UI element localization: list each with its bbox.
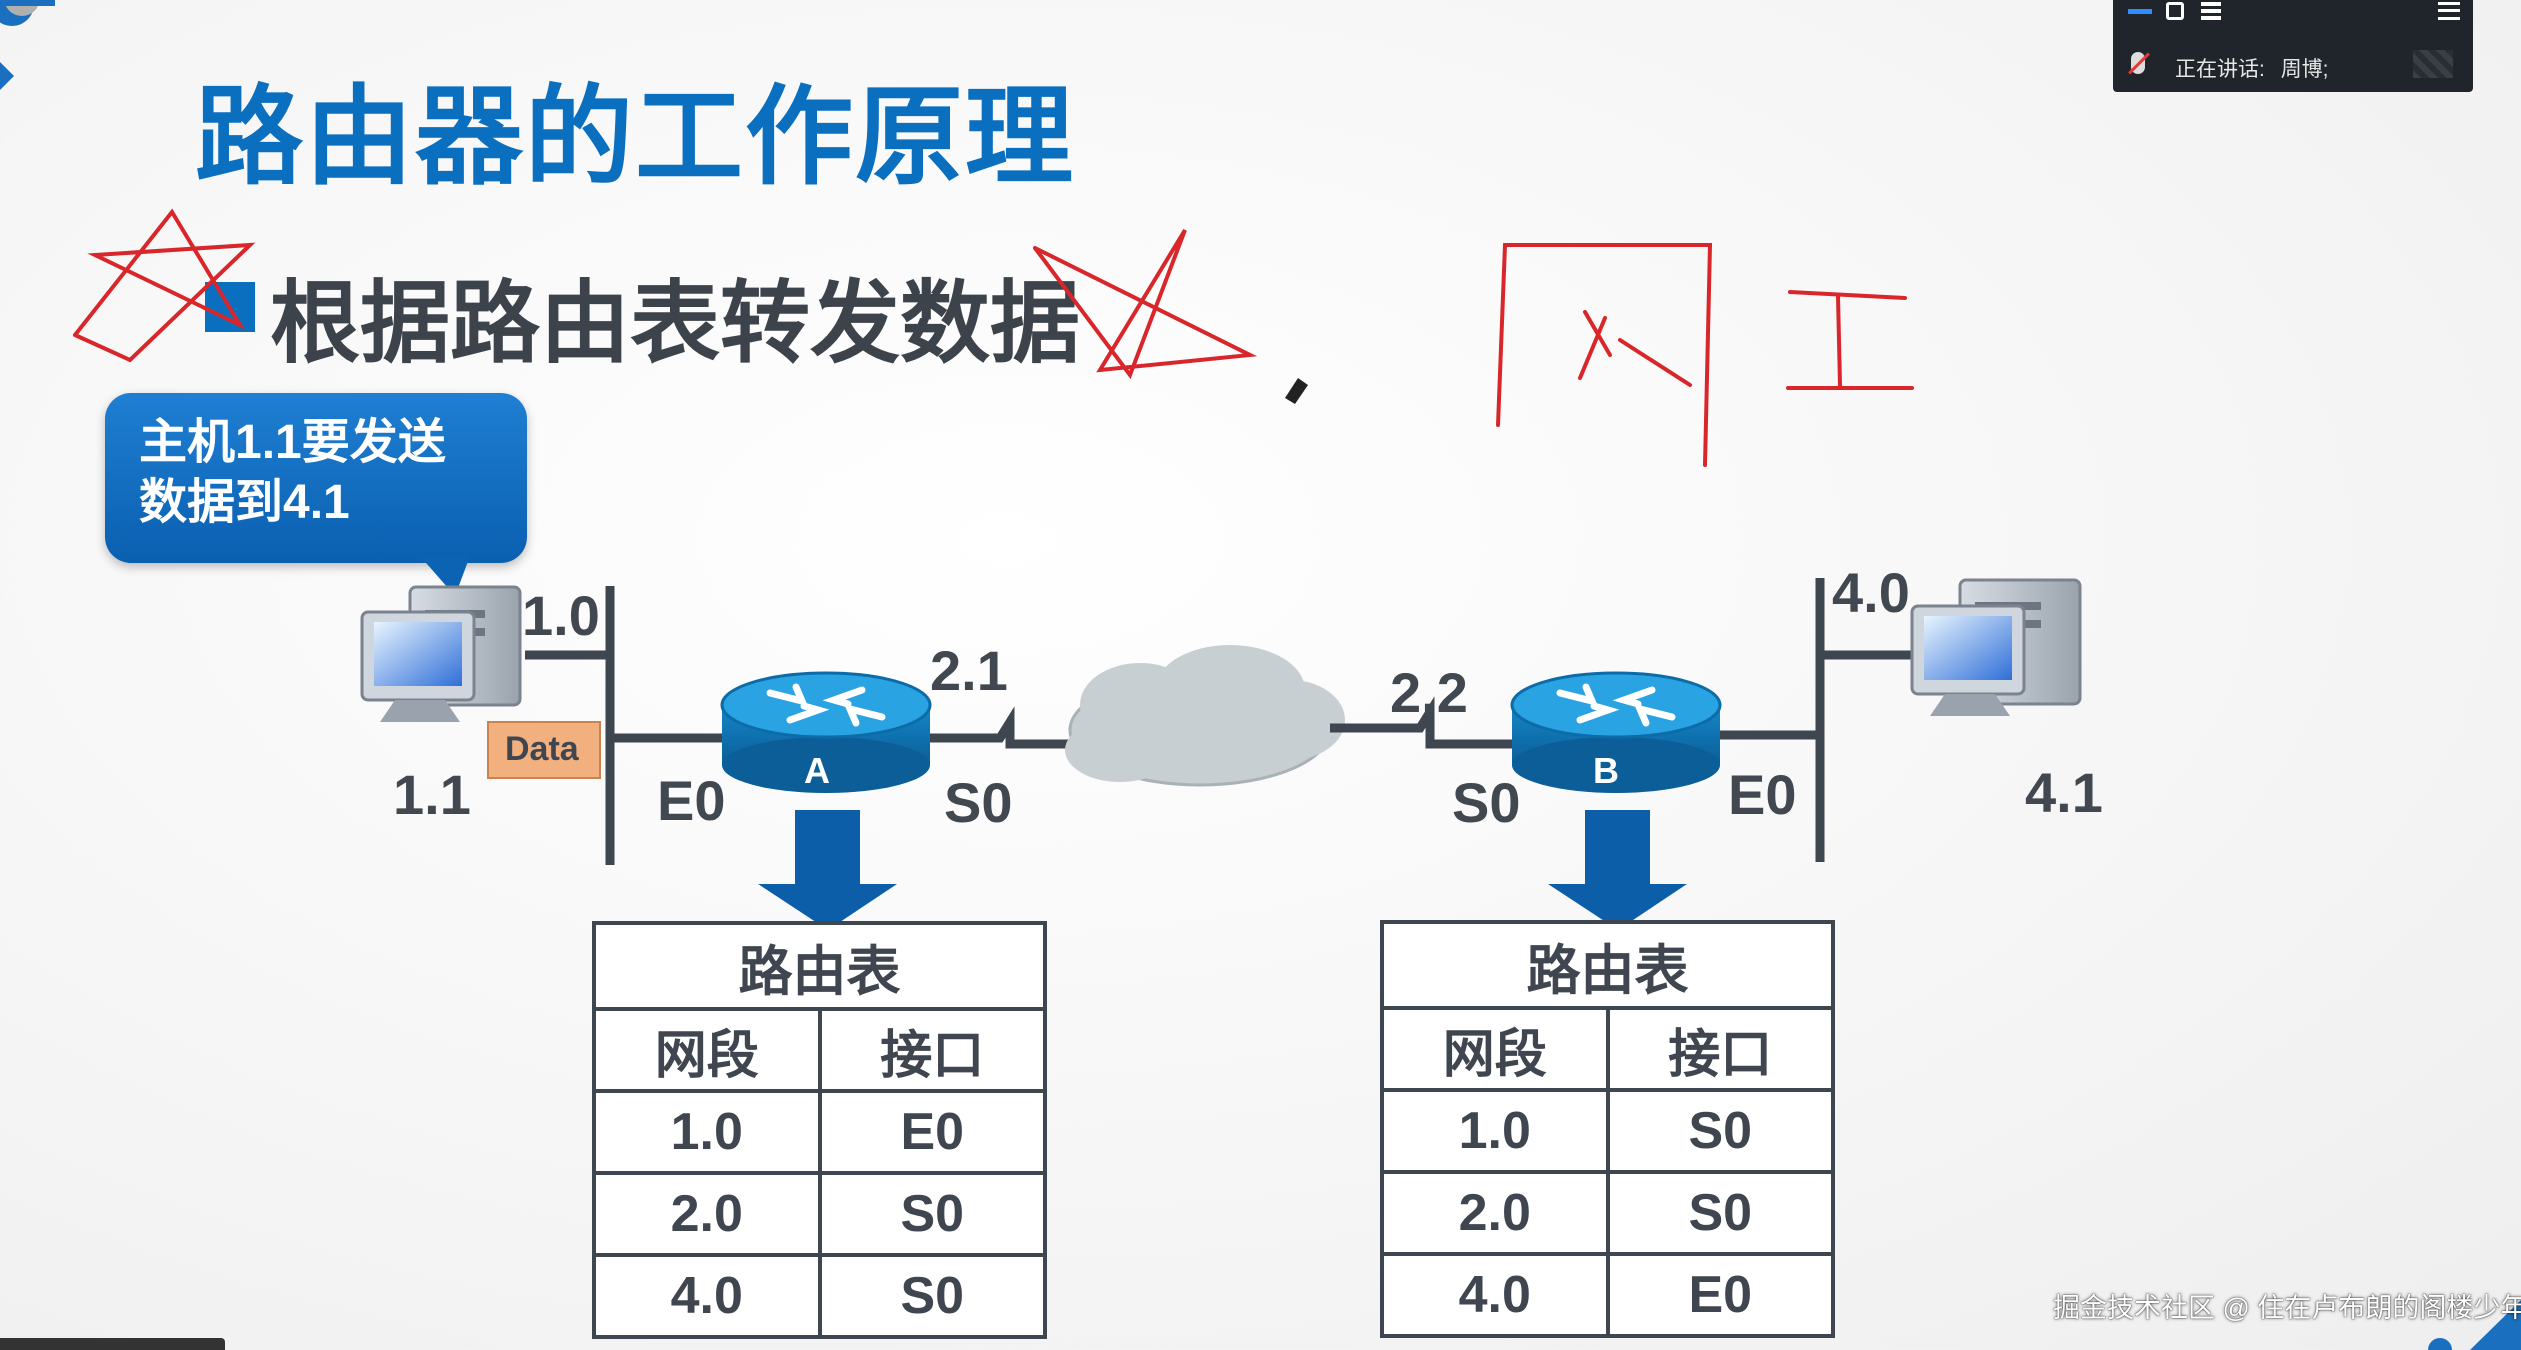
router-b-name: B [1593,750,1619,791]
cell-interface: E0 [1605,1252,1835,1338]
router-a-s0-label: S0 [944,771,1013,834]
router-b-s0-label: S0 [1452,771,1521,834]
cell-network: 1.0 [592,1089,822,1175]
router-a-e0-label: E0 [657,769,726,832]
router-b-icon [1510,671,1722,793]
router-b-e0-label: E0 [1728,763,1797,826]
bullet-text: 根据路由表转发数据 [270,274,1080,374]
pen-cursor-icon [1285,378,1308,404]
table-row: 1.0 S0 [1380,1088,1835,1174]
window-icon[interactable] [2166,2,2184,20]
cell-network: 2.0 [592,1171,822,1257]
column-header-network: 网段 [1380,1006,1610,1092]
cell-network: 4.0 [1380,1252,1610,1338]
cell-interface: S0 [817,1253,1047,1339]
table-row: 4.0 E0 [1380,1252,1835,1338]
meeting-overlay: 正在讲话: 周博; [2113,0,2473,92]
table-row: 1.0 E0 [592,1089,1047,1175]
network-right-label: 4.0 [1832,561,1910,624]
slide-title: 路由器的工作原理 [195,76,1076,197]
corner-decoration [2470,1300,2521,1350]
wan-cloud-icon [1065,645,1345,787]
router-b-serial-ip: 2.2 [1390,661,1468,724]
routing-table-a: 路由表 网段 接口 1.0 E0 2.0 S0 4.0 S0 [592,921,1047,1339]
cell-interface: S0 [1605,1088,1835,1174]
speaking-label: 正在讲话: [2175,58,2265,81]
speech-callout: 主机1.1要发送 数据到4.1 [105,393,527,563]
arrow-down-b-icon [1548,810,1687,930]
column-header-network: 网段 [592,1007,822,1093]
list-icon[interactable] [2201,2,2221,20]
bottom-left-bar [0,1338,225,1350]
router-a-serial-ip: 2.1 [930,639,1008,702]
callout-line2: 数据到4.1 [139,476,350,529]
table-row: 4.0 S0 [592,1253,1047,1339]
minimize-icon[interactable] [2128,9,2152,14]
handwritten-annotations [73,208,1914,467]
callout-line1: 主机1.1要发送 [139,416,446,469]
host-left-computer-icon [360,585,522,722]
arrow-down-a-icon [758,810,897,930]
watermark: 掘金技术社区 @ 住在卢布朗的阁楼少年 [2053,1293,2521,1323]
routing-table-b: 路由表 网段 接口 1.0 S0 2.0 S0 4.0 E0 [1380,920,1835,1338]
column-header-interface: 接口 [1605,1006,1835,1092]
menu-icon[interactable] [2438,2,2460,20]
signal-icon [2413,50,2453,78]
host-left-address: 1.1 [393,763,471,826]
routing-table-caption: 路由表 [592,921,1047,1011]
host-right-computer-icon [1910,578,2082,716]
network-left-label: 1.0 [522,584,600,647]
cell-interface: S0 [817,1171,1047,1257]
column-header-interface: 接口 [817,1007,1047,1093]
cell-network: 2.0 [1380,1170,1610,1256]
routing-table-caption: 路由表 [1380,920,1835,1010]
table-row: 2.0 S0 [592,1171,1047,1257]
speaker-name: 周博; [2280,58,2329,81]
cell-interface: E0 [817,1089,1047,1175]
cell-network: 1.0 [1380,1088,1610,1174]
table-row: 2.0 S0 [1380,1170,1835,1256]
host-right-address: 4.1 [2025,761,2103,824]
cell-interface: S0 [1605,1170,1835,1256]
router-a-icon [720,671,932,793]
data-packet-icon [487,721,601,779]
data-packet-label: Data [505,730,579,768]
corner-widget-icon [0,0,55,90]
cell-network: 4.0 [592,1253,822,1339]
router-a-name: A [804,750,830,791]
